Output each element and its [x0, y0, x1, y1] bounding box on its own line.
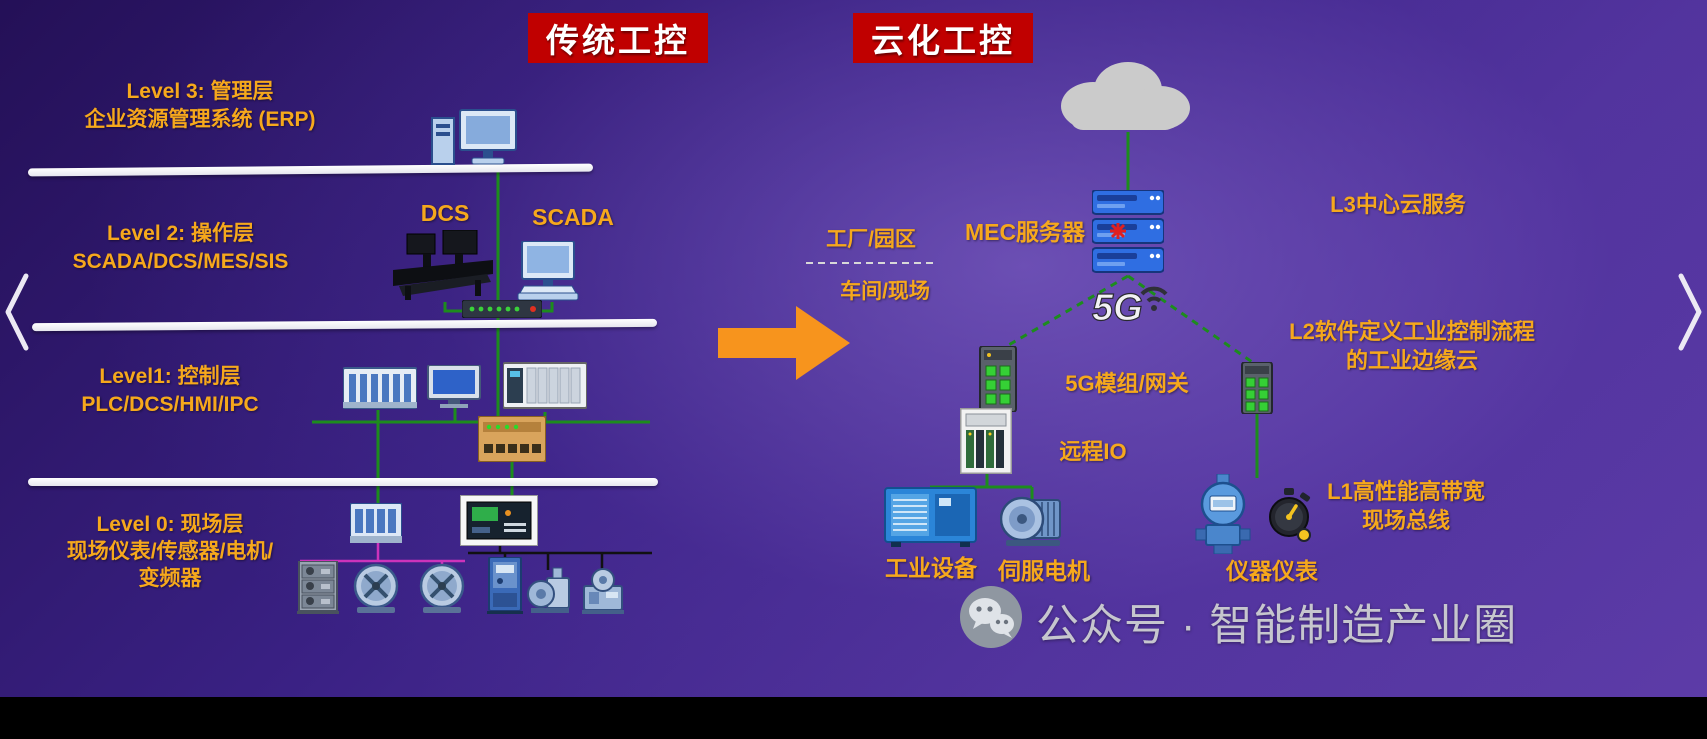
hmi-panel-icon	[427, 365, 481, 408]
fan-motor-icon	[353, 563, 399, 613]
5g-icon: 5G	[1091, 286, 1168, 328]
l2-edge-cloud-label: L2软件定义工业控制流程 的工业边缘云	[1289, 319, 1535, 374]
svg-text:5G: 5G	[1092, 287, 1143, 328]
instrument-label: 仪器仪表	[1226, 558, 1318, 584]
carousel-prev-button[interactable]	[2, 270, 32, 354]
remote-io-icon	[960, 408, 1012, 474]
l3-cloud-service-label: L3中心云服务	[1330, 192, 1466, 217]
erp-computers-icon	[431, 109, 517, 165]
industrial-switch-icon	[478, 416, 546, 462]
mec-server-label: MEC服务器	[964, 219, 1086, 245]
server-logo-mark	[1110, 223, 1126, 239]
mec-server-icon	[1092, 190, 1164, 273]
field-plc-icon	[350, 503, 402, 543]
cloud-icon	[1061, 62, 1190, 130]
stopwatch-icon	[1269, 488, 1311, 542]
wechat-icon	[960, 586, 1022, 648]
transmitter-icon	[1195, 474, 1251, 554]
dcs-console-icon	[393, 230, 493, 300]
remote-io-label: 远程IO	[1059, 439, 1127, 464]
servo-motor-icon	[1000, 496, 1061, 546]
factory-park-label: 工厂/园区	[826, 228, 916, 251]
scada-label: SCADA	[532, 204, 614, 230]
level3-label: Level 3: 管理层 企业资源管理系统 (ERP)	[84, 80, 316, 131]
servo-motor-label: 伺服电机	[998, 558, 1090, 584]
plc-rack-icon	[343, 367, 417, 409]
din-switch-icon	[979, 346, 1017, 412]
level1-label: Level1: 控制层 PLC/DCS/HMI/IPC	[81, 365, 259, 416]
workshop-field-label: 车间/现场	[840, 280, 930, 303]
level-divider-3	[28, 478, 658, 486]
pump-icon	[527, 567, 570, 613]
flow-meter-icon	[582, 568, 624, 614]
plc-modules-icon	[503, 362, 587, 409]
starter-cabinet-icon	[297, 561, 339, 614]
transition-arrow-icon	[718, 306, 850, 380]
l1-fieldbus-label: L1高性能高带宽 现场总线	[1327, 479, 1485, 534]
field-controller-icon	[460, 495, 538, 546]
bottom-black-bar	[0, 697, 1707, 739]
cloud-control-title: 云化工控	[853, 13, 1033, 63]
traditional-control-title: 传统工控	[528, 13, 708, 63]
carousel-next-button[interactable]	[1675, 270, 1705, 354]
industrial-equipment-label: 工业设备	[885, 555, 977, 581]
network-switch-icon	[462, 300, 542, 318]
din-switch-icon	[1241, 362, 1273, 414]
scada-computer-icon	[517, 241, 579, 301]
5g-gateway-label: 5G模组/网关	[1065, 371, 1189, 396]
drive-inverter-icon	[487, 557, 523, 614]
level2-label: Level 2: 操作层 SCADA/DCS/MES/SIS	[72, 222, 289, 273]
level0-label: Level 0: 现场层 现场仪表/传感器/电机/ 变频器	[66, 513, 274, 590]
air-compressor-icon	[884, 487, 977, 547]
dcs-label: DCS	[420, 200, 470, 226]
fan-motor-icon	[419, 563, 465, 613]
wechat-watermark-text: 公众号 · 智能制造产业圈	[1036, 602, 1518, 650]
